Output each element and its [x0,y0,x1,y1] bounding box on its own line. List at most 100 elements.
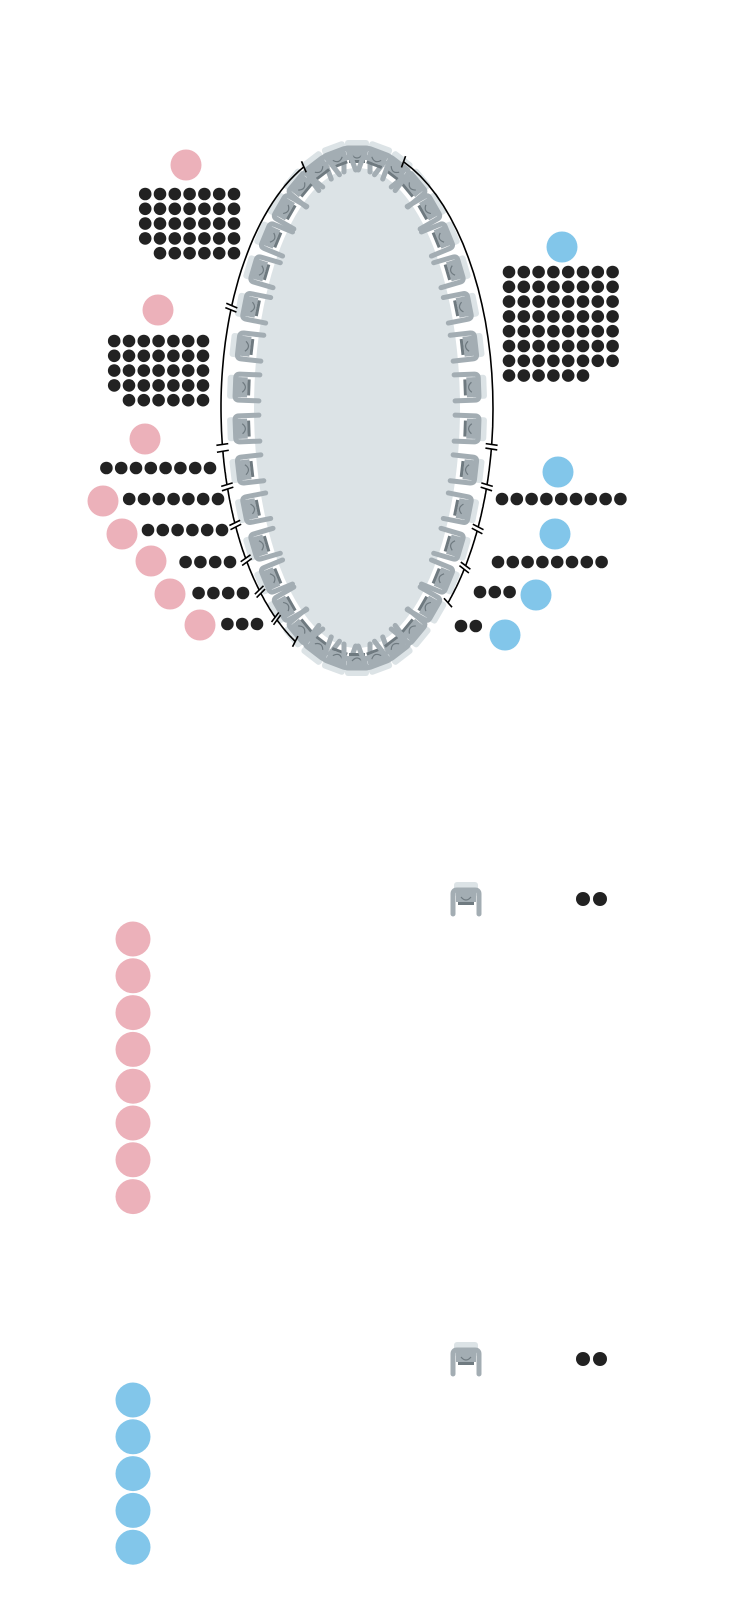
bracket-tick [272,614,282,626]
chair-desk [459,460,465,478]
chair-desk [300,618,313,633]
member-dot [207,586,220,600]
member-dot [606,295,619,308]
party-circle [115,1456,151,1492]
chair-desk [254,300,261,317]
member-dot [137,334,151,348]
member-dot [122,349,136,363]
member-dot [576,369,590,382]
chair-icon [388,606,431,648]
member-dot [208,555,222,569]
chair-detail [250,503,256,515]
member-dot [181,393,195,407]
chair-desk [366,160,383,169]
bracket-tick [220,482,233,488]
member-dot [561,354,575,368]
party-marker-right [489,619,521,651]
member-dot [137,379,151,392]
member-dot [198,232,211,245]
member-dot [196,349,210,363]
member-dot [532,265,545,279]
member-dot [183,232,196,245]
chair-icon [243,254,283,291]
member-dot [100,461,113,475]
chair-icon [450,1342,482,1377]
member-dot [200,523,214,537]
chair-icon [254,221,295,259]
member-dot [503,585,516,599]
member-dot [137,349,151,363]
chair-desk [262,535,271,552]
member-dot [510,492,524,506]
bracket-tick [230,523,242,531]
member-dot [606,324,619,338]
member-dot [227,187,241,201]
member-dot [141,523,155,537]
bracket-tick [471,527,483,535]
member-dot [137,492,151,506]
bracket-tick [216,449,229,454]
party-marker-left [135,545,167,577]
member-dot [554,492,568,506]
member-dot [532,310,545,323]
member-dot [547,354,560,368]
member-dot [576,280,590,294]
chair-desk [401,618,414,633]
member-dot [227,202,241,216]
chair-icon [243,525,283,562]
member-dot [235,617,249,631]
member-dot [517,354,531,368]
chair-desk [453,499,460,516]
member-dot [107,364,121,377]
member-dot [122,334,136,348]
member-dot [491,555,505,569]
chair-detail [332,156,343,163]
member-dot [122,492,136,506]
bracket-tick [256,588,266,599]
member-dot [576,295,590,308]
member-dot [591,354,605,368]
chair-detail [460,896,472,901]
member-dot [152,334,165,348]
member-dot [502,310,516,323]
member-dot [122,393,136,407]
member-dot [203,461,217,475]
chair-detail [468,381,473,393]
chair-icon [404,584,447,624]
party-marker-left [129,423,161,455]
member-dot [517,310,531,323]
member-dot [576,1352,590,1366]
chair-desk [459,338,465,356]
member-dot [183,217,196,230]
bracket-tick [472,523,484,531]
member-dot [540,492,553,506]
member-dot [576,354,590,368]
member-dot [153,232,167,245]
member-dot [517,265,531,279]
party-circle [115,1142,151,1178]
chair-desk [300,183,313,198]
member-dot [569,492,583,506]
member-dot [561,295,575,308]
member-dot [212,232,226,245]
chair-icon [440,291,480,326]
chair-detail [464,340,470,352]
member-dot [547,324,560,338]
chair-desk [247,379,251,396]
chair-desk [285,204,297,221]
bracket-tick [443,597,453,608]
chair-desk [443,264,452,281]
chair-icon [341,641,373,676]
bracket-tick [241,557,253,567]
member-dot [167,492,180,506]
member-dot [198,246,211,260]
member-dot [502,295,516,308]
member-dot [606,265,619,279]
member-dot [227,246,241,260]
member-dot [591,324,605,338]
party-marker-right [520,579,552,611]
chair-detail [468,423,473,435]
member-dot [168,246,182,260]
chair-desk [249,460,255,478]
